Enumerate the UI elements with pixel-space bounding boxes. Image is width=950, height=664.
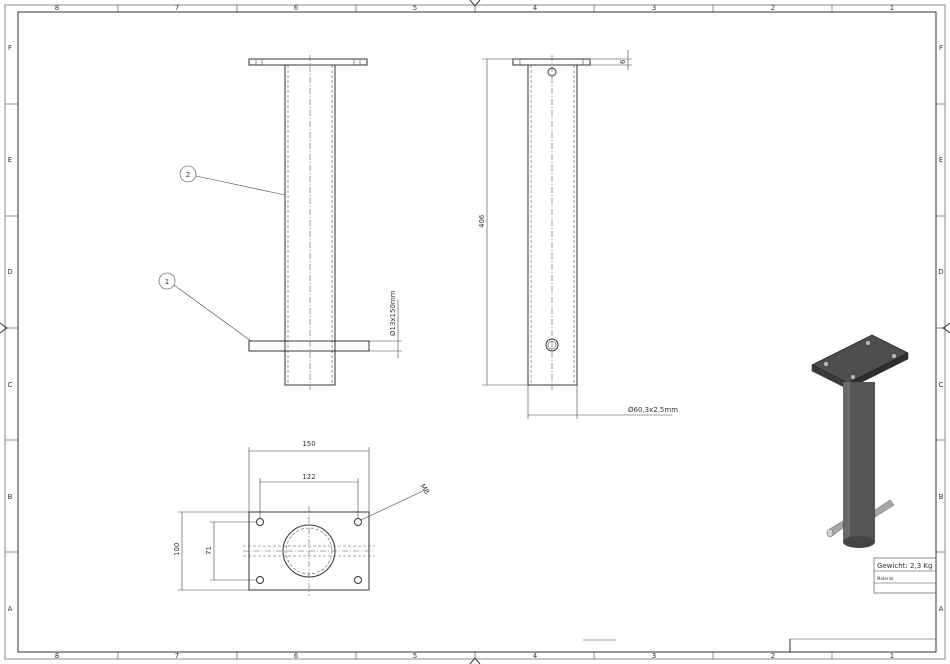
row-label-right-f: F xyxy=(939,44,943,52)
row-label-right-d: D xyxy=(938,268,943,276)
hole-depth-label: 71 xyxy=(205,546,213,555)
balloon-1-label: 1 xyxy=(165,278,169,286)
hole-bottom-left xyxy=(256,576,264,584)
side-tube xyxy=(527,64,578,386)
side-plate xyxy=(512,58,591,66)
title-block: Gewicht: 2,3 Kg Material xyxy=(583,557,937,652)
iso-pin-right xyxy=(874,499,895,518)
thread-label: M8 xyxy=(418,483,431,496)
balloon-2 xyxy=(179,165,197,183)
pin-dimension-label: Ø13x150mm xyxy=(389,290,397,336)
isometric-view xyxy=(811,334,909,548)
row-label-left-f: F xyxy=(8,44,12,52)
row-label-left-b: B xyxy=(8,493,13,501)
row-label-left-a: A xyxy=(8,605,13,613)
row-label-right-a: A xyxy=(939,605,944,613)
side-pin-hole xyxy=(545,338,559,352)
row-label-left-d: D xyxy=(7,268,12,276)
side-view: 406 6 Ø60,3x2,5mm xyxy=(478,50,678,419)
balloon-2-label: 2 xyxy=(186,171,190,179)
col-label-top-4: 4 xyxy=(533,4,538,12)
hole-top-left xyxy=(256,518,264,526)
col-label-bottom-3: 3 xyxy=(652,652,656,660)
col-label-bottom-6: 6 xyxy=(294,652,299,660)
hole-top-right xyxy=(354,518,362,526)
col-label-bottom-4: 4 xyxy=(533,652,538,660)
col-label-top-5: 5 xyxy=(413,4,417,12)
plate-width-label: 150 xyxy=(302,440,315,448)
front-view: Ø13x150mm 2 1 xyxy=(158,55,402,390)
col-label-top-8: 8 xyxy=(55,4,59,12)
col-label-top-6: 6 xyxy=(294,4,299,12)
col-label-bottom-2: 2 xyxy=(771,652,775,660)
front-pin xyxy=(248,340,370,352)
zone-ticks xyxy=(5,5,945,659)
material-label: Material xyxy=(877,576,893,581)
col-label-top-3: 3 xyxy=(652,4,656,12)
col-label-bottom-5: 5 xyxy=(413,652,417,660)
side-top-hole xyxy=(547,67,557,77)
row-label-left-c: C xyxy=(8,381,13,389)
front-plate xyxy=(248,58,368,66)
sheet-inner-frame xyxy=(17,11,937,653)
row-label-right-c: C xyxy=(939,381,944,389)
row-label-right-b: B xyxy=(939,493,944,501)
top-view: 150 122 100 71 M8 xyxy=(173,440,431,596)
sheet-outer-frame xyxy=(4,4,946,660)
balloon-1 xyxy=(158,272,176,290)
col-label-bottom-8: 8 xyxy=(55,652,59,660)
weight-label: Gewicht: 2,3 Kg xyxy=(877,562,932,570)
plate-thickness-label: 6 xyxy=(619,59,627,64)
col-label-top-7: 7 xyxy=(175,4,179,12)
hole-bottom-right xyxy=(354,576,362,584)
row-label-right-e: E xyxy=(939,156,943,164)
hole-spacing-label: 122 xyxy=(302,473,315,481)
col-label-bottom-1: 1 xyxy=(890,652,894,660)
col-label-bottom-7: 7 xyxy=(175,652,179,660)
height-dimension-label: 406 xyxy=(478,214,486,228)
col-label-top-2: 2 xyxy=(771,4,775,12)
tube-dimension-label: Ø60,3x2,5mm xyxy=(628,406,678,414)
plate-depth-label: 100 xyxy=(173,543,181,556)
row-label-left-e: E xyxy=(8,156,12,164)
col-label-top-1: 1 xyxy=(890,4,894,12)
